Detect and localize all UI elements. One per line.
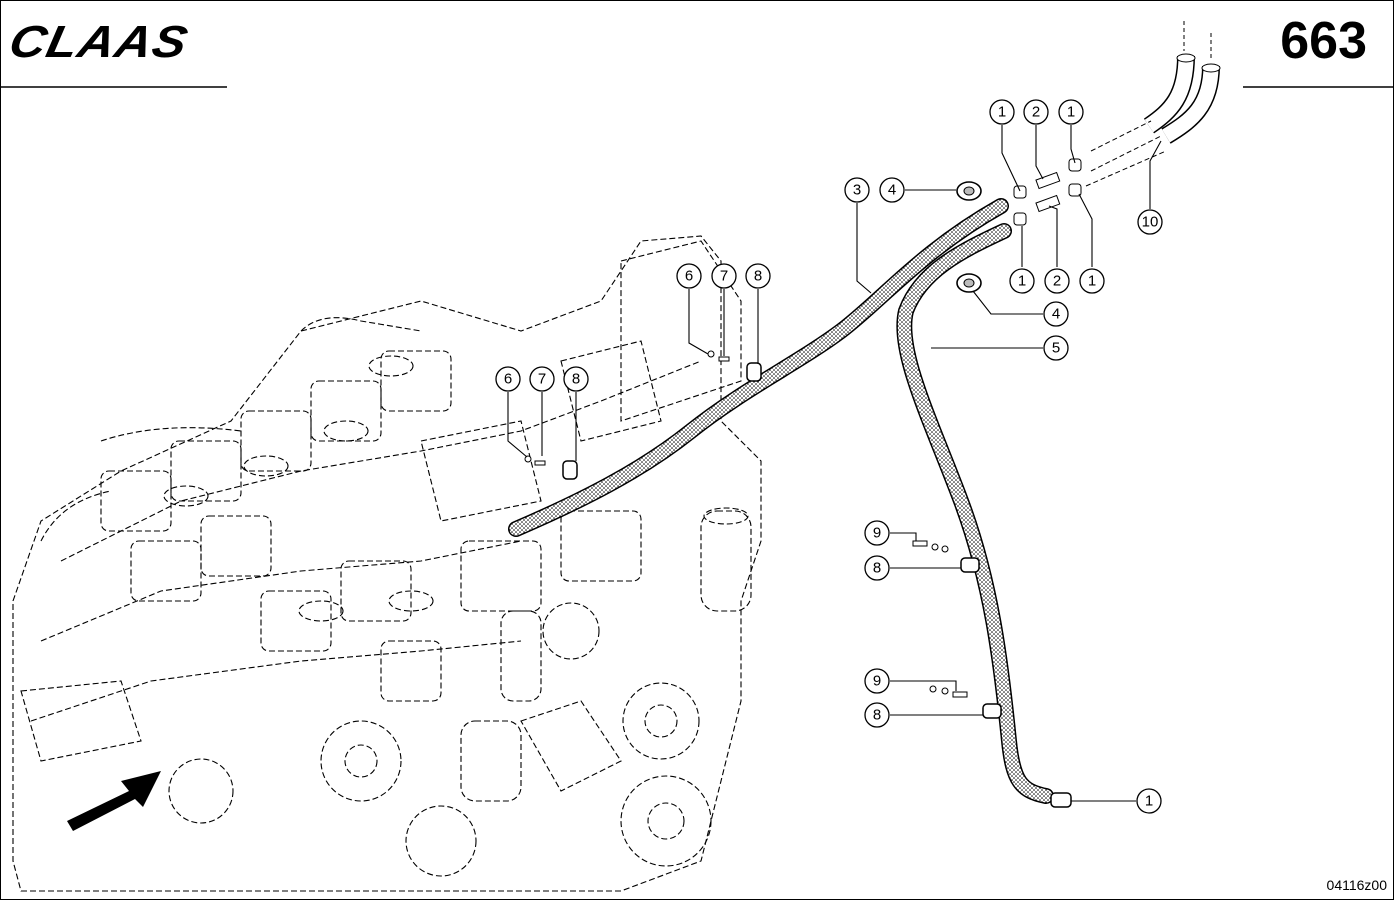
engine-outline xyxy=(12,235,762,892)
clamp-8-d xyxy=(982,703,1002,719)
callout-4-lower[interactable]: 4 xyxy=(1043,301,1069,327)
callout-1-mid-right[interactable]: 1 xyxy=(1079,268,1105,294)
callout-label: 3 xyxy=(853,182,861,199)
callout-label: 7 xyxy=(720,268,728,285)
callout-1-mid-left[interactable]: 1 xyxy=(1009,268,1035,294)
callout-9-lower[interactable]: 9 xyxy=(864,668,890,694)
page-number: 663 xyxy=(1280,12,1367,70)
callout-label: 8 xyxy=(873,707,881,724)
hose-5 xyxy=(896,223,1054,804)
callout-label: 10 xyxy=(1142,214,1159,231)
callout-label: 8 xyxy=(873,560,881,577)
callout-label: 8 xyxy=(754,268,762,285)
callout-label: 1 xyxy=(1088,273,1096,290)
callout-10[interactable]: 10 xyxy=(1137,209,1163,235)
arrow-icon xyxy=(67,771,161,831)
callout-label: 6 xyxy=(504,371,512,388)
callout-9-upper[interactable]: 9 xyxy=(864,520,890,546)
callout-label: 9 xyxy=(873,673,881,690)
callout-label: 2 xyxy=(1032,104,1040,121)
callout-label: 6 xyxy=(685,268,693,285)
callout-label: 1 xyxy=(998,104,1006,121)
callout-1-bottom[interactable]: 1 xyxy=(1136,788,1162,814)
callout-label: 2 xyxy=(1053,273,1061,290)
callout-2-top[interactable]: 2 xyxy=(1023,99,1049,125)
callout-1-top-left[interactable]: 1 xyxy=(989,99,1015,125)
connector-pipes xyxy=(1013,158,1082,226)
callout-label: 7 xyxy=(538,371,546,388)
callout-label: 1 xyxy=(1067,104,1075,121)
clamp-1-bottom xyxy=(1050,792,1072,808)
callout-8-left[interactable]: 8 xyxy=(563,366,589,392)
callout-7-left[interactable]: 7 xyxy=(529,366,555,392)
callout-7-right[interactable]: 7 xyxy=(711,263,737,289)
brand-logo: CLAAS xyxy=(4,16,193,67)
callout-5[interactable]: 5 xyxy=(1043,335,1069,361)
callout-6-left[interactable]: 6 xyxy=(495,366,521,392)
leader-lines xyxy=(507,125,1162,802)
callout-label: 5 xyxy=(1052,340,1060,357)
diagram-code: 04116z00 xyxy=(1326,877,1387,893)
callout-2-mid[interactable]: 2 xyxy=(1044,268,1070,294)
clamp-8-b xyxy=(746,362,762,382)
callout-label: 1 xyxy=(1145,793,1153,810)
clamp-8-c xyxy=(960,557,980,573)
callout-label: 4 xyxy=(1052,306,1060,323)
callout-6-right[interactable]: 6 xyxy=(676,263,702,289)
callout-8-upper[interactable]: 8 xyxy=(864,555,890,581)
callout-label: 4 xyxy=(888,182,896,199)
callout-8-right[interactable]: 8 xyxy=(745,263,771,289)
callout-label: 8 xyxy=(572,371,580,388)
callout-label: 1 xyxy=(1018,273,1026,290)
callout-4-upper[interactable]: 4 xyxy=(879,177,905,203)
clamp-8-a xyxy=(562,460,578,480)
callout-8-lower[interactable]: 8 xyxy=(864,702,890,728)
callout-3[interactable]: 3 xyxy=(844,177,870,203)
callout-1-top-right[interactable]: 1 xyxy=(1058,99,1084,125)
callout-label: 9 xyxy=(873,525,881,542)
